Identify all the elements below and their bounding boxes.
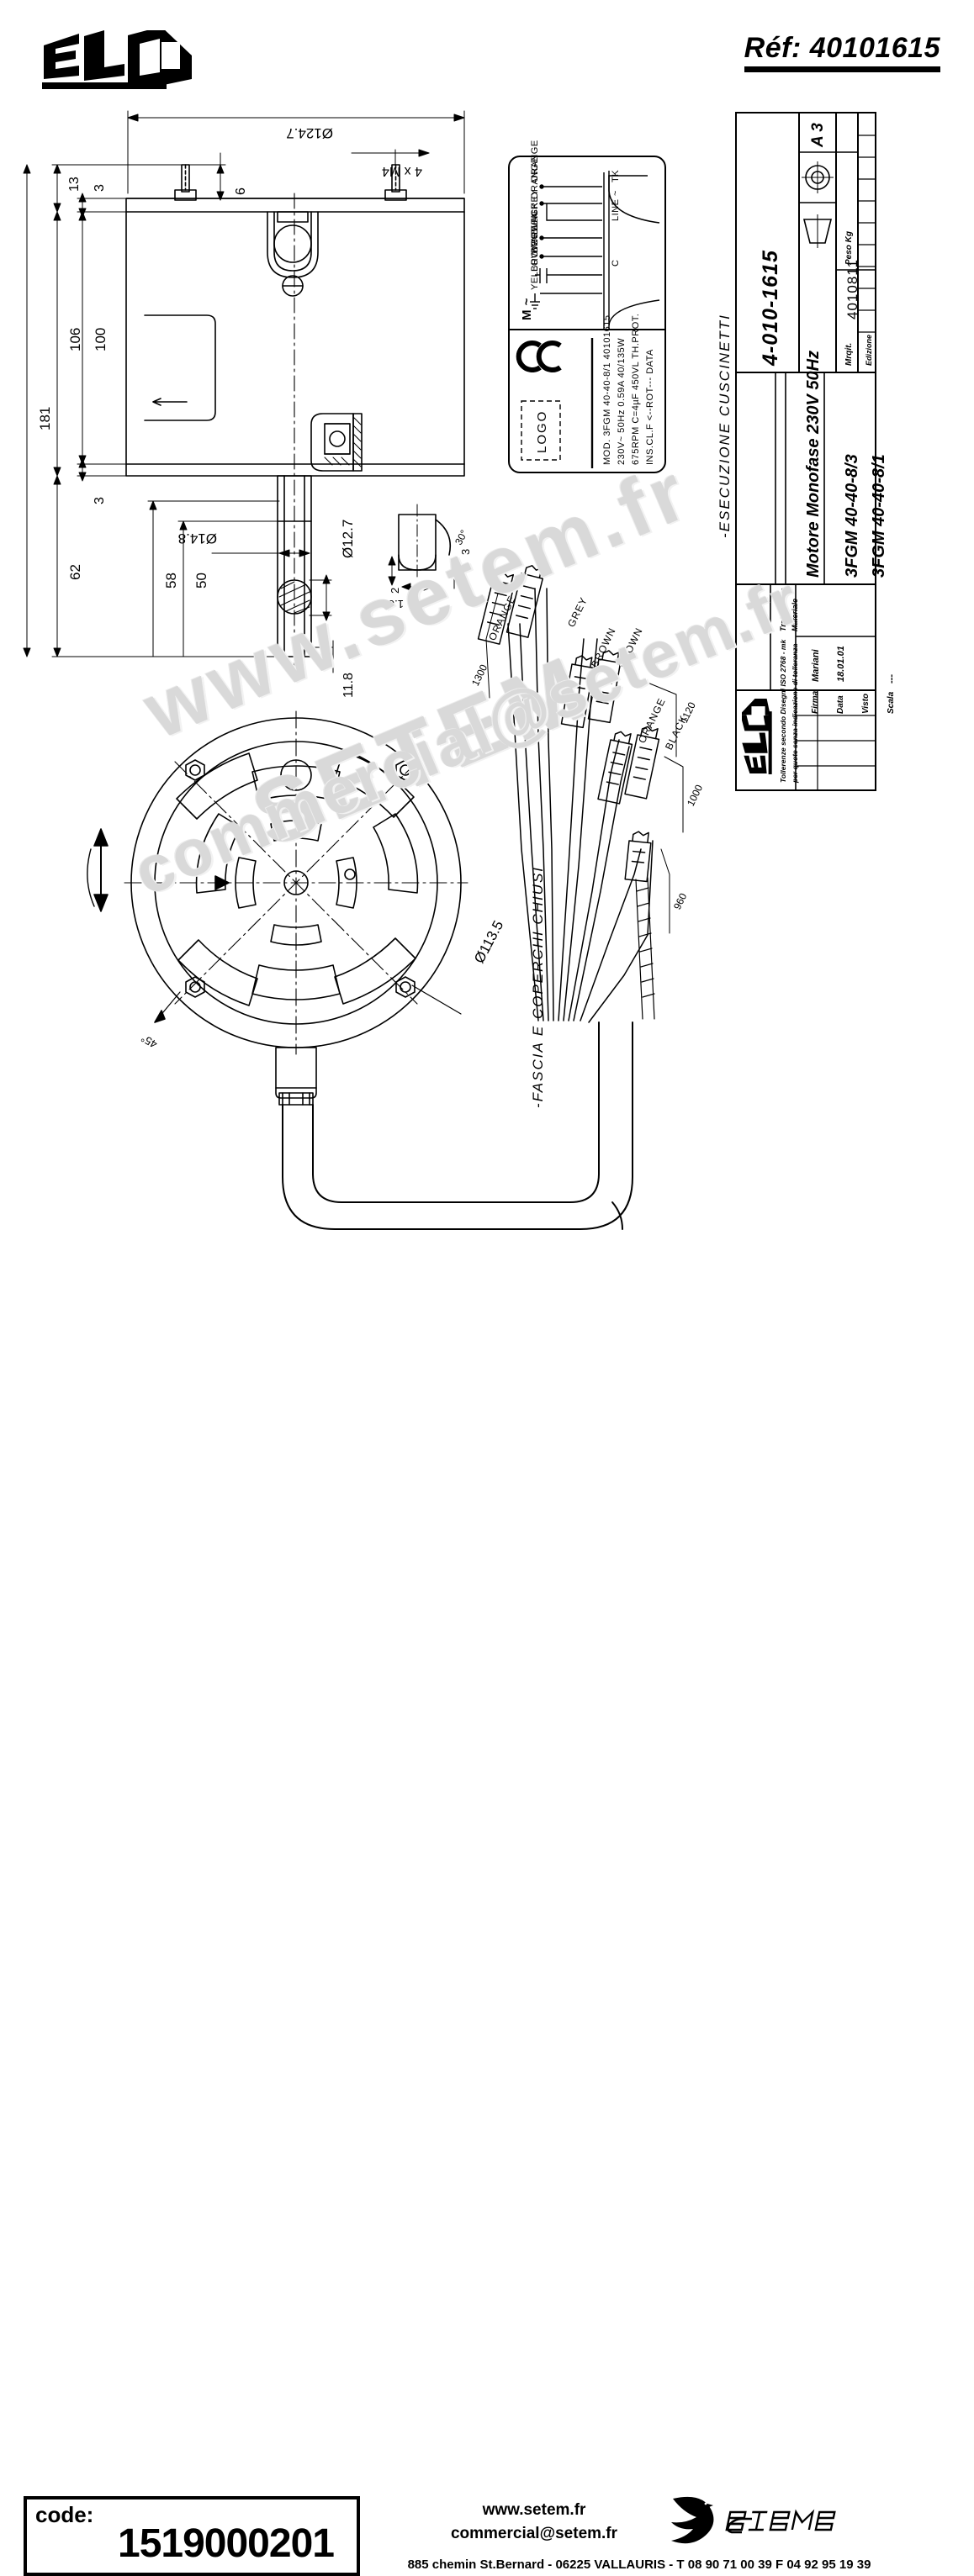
- tb-edition-label: Edizione: [865, 334, 873, 366]
- setem-logo: [664, 2494, 875, 2546]
- tb-treatment-label: Trattamento: [779, 588, 787, 631]
- address-line: 885 chemin St.Bernard - 06225 VALLAURIS …: [407, 2558, 871, 2572]
- tb-title-line1: Motore Monofase 230V 50Hz: [804, 350, 823, 578]
- contact-block: www.setem.fr commercial@setem.fr: [429, 2499, 639, 2545]
- tb-drawing-ref-label: Mrqit.: [844, 342, 854, 366]
- plate-terminal-c: C: [611, 259, 621, 267]
- tb-drawing-number: 4-010-1615: [759, 250, 782, 366]
- tb-format: A 3: [809, 123, 827, 147]
- tb-scale-label: Scala: [887, 691, 896, 714]
- tb-peso-label: Peso Kg: [844, 230, 854, 265]
- tb-signature-value: Mariani: [811, 649, 821, 682]
- tb-tolerance-note-1: Tollerenze secondo Disegni ISO 2768 - mk: [779, 639, 787, 783]
- tb-material-label: Materiale: [791, 598, 799, 631]
- plate-row-2: 230V~ 50Hz 0.59A 40/135W: [617, 337, 627, 465]
- tb-title-line2: 3FGM 40-40-8/3: [843, 454, 861, 578]
- tb-date-label: Data: [836, 695, 845, 714]
- plate-wire-yellow-green: YELLOW/GREEN: [530, 210, 540, 290]
- plate-logo-placeholder: LOGO: [535, 409, 549, 453]
- plate-row-3: 675RPM C=4µF 450VL TH.PROT.: [631, 313, 641, 465]
- code-label: code:: [35, 2502, 94, 2527]
- code-value: 1519000201: [118, 2521, 335, 2566]
- elco-logo: [35, 30, 195, 89]
- reference-number: Réf: 40101615: [744, 33, 940, 72]
- email-link[interactable]: commercial@setem.fr: [450, 2524, 618, 2542]
- tb-drawing-ref: 4010811: [844, 259, 860, 319]
- plate-row-4: INS.CL.F <--ROT--- DATA: [645, 349, 655, 465]
- tb-scale-value: ---: [887, 674, 897, 684]
- plate-terminal-tk: TK: [611, 169, 621, 182]
- title-block: A 3 Mrqit. 4010811 Peso Kg Peso Kg Peso …: [735, 112, 897, 791]
- motor-nameplate: ORANGE ORANGE GREY BLACK BROWN BROWN YEL…: [508, 140, 666, 473]
- plate-row-1: MOD. 3FGM 40-40-8/1 40101615: [602, 314, 612, 465]
- tb-signature-label: Firma: [811, 690, 820, 714]
- tb-title-line3: 3FGM 40-40-8/1: [870, 454, 888, 578]
- tb-date-value: 18.01.01: [836, 646, 846, 682]
- caption-bearings: -ESECUZIONE CUSCINETTI: [717, 314, 733, 538]
- titleblock-elco-logo: [739, 697, 772, 778]
- plate-terminal-line: LINE ~: [611, 190, 621, 221]
- drawing-sheet: Réf: 40101615: [23, 30, 940, 2576]
- technical-drawing: [23, 110, 684, 1230]
- tb-tolerance-note-2: per quote senza indicazione di tolleranz…: [791, 643, 799, 783]
- caption-covers: -FASCIA E COPERCHI CHIUSI: [530, 865, 546, 1108]
- website-link[interactable]: www.setem.fr: [482, 2501, 586, 2519]
- tb-checked-label: Visto: [861, 693, 871, 714]
- plate-motor-symbol: M ~: [520, 298, 534, 320]
